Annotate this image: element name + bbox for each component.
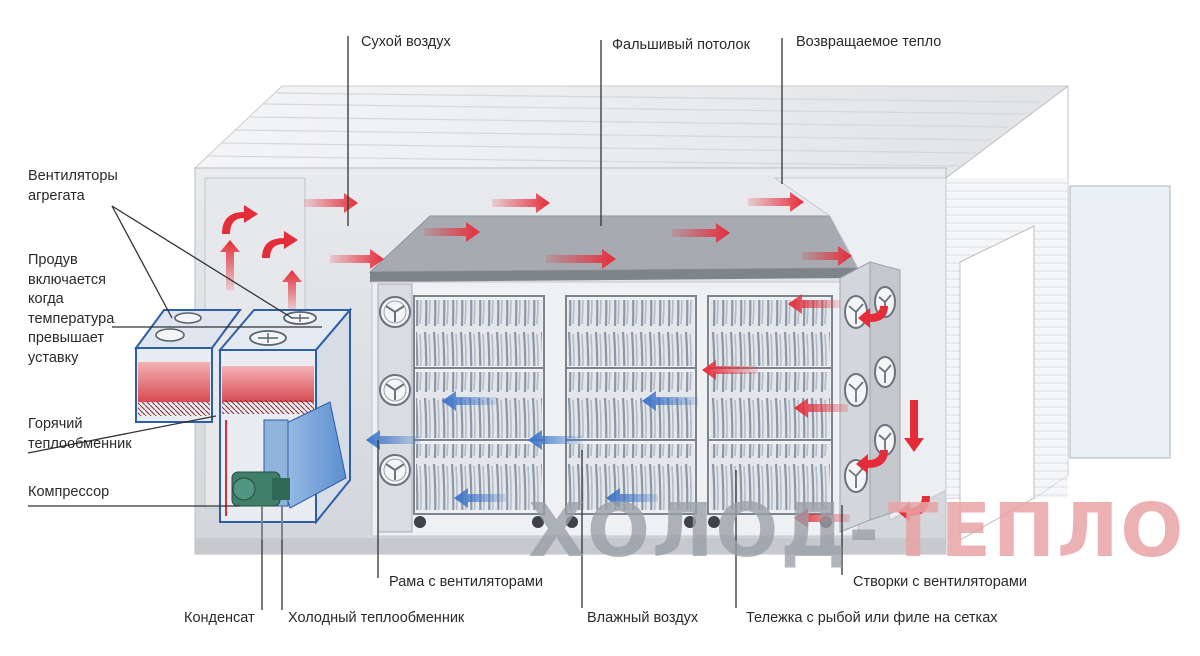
unit-fan-1	[249, 330, 287, 346]
hot-airflow-up-arrows	[220, 205, 302, 310]
outer-unit	[134, 309, 242, 423]
label-returned-heat: Возвращаемое тепло	[796, 34, 942, 50]
hot-arrow-mid-3	[546, 249, 616, 269]
hot-arrow-mid-2	[424, 222, 480, 242]
door-fan-1	[844, 295, 868, 329]
humid-arrow-6	[606, 488, 658, 508]
trolley-1	[413, 295, 545, 528]
label-condensate: Конденсат	[184, 610, 255, 626]
hot-arrow-mid-4	[672, 223, 730, 243]
humid-arrow-5	[454, 488, 506, 508]
fan-frame	[377, 283, 413, 533]
roof	[193, 85, 1070, 179]
leader-unit-fans-b	[111, 205, 293, 319]
door-fan-5	[874, 356, 896, 388]
return-arrow-3	[794, 398, 848, 418]
label-trolley: Тележка с рыбой или филе на сетках	[746, 610, 998, 626]
return-heat-curved-arrows	[856, 306, 930, 522]
return-arrow-2	[702, 360, 758, 380]
label-false-ceiling: Фальшивый потолок	[612, 37, 750, 53]
trolley-2	[565, 295, 697, 528]
drying-unit	[217, 307, 353, 540]
label-humid-air: Влажный воздух	[587, 610, 699, 626]
watermark-part-1: ХОЛОД-	[528, 488, 881, 574]
label-cold-exchanger: Холодный теплообменник	[288, 610, 465, 626]
hot-arrow-mid-1	[330, 249, 384, 269]
door-fan-2	[844, 373, 868, 407]
return-arrow-1	[788, 294, 840, 314]
humid-airflow-arrows	[366, 391, 698, 508]
humid-arrow-3	[366, 430, 420, 450]
humid-arrow-4	[528, 430, 582, 450]
label-compressor: Компрессор	[28, 484, 110, 500]
hot-airflow-arrows	[304, 192, 852, 269]
false-ceiling	[368, 215, 859, 273]
hot-arrow-top-2	[492, 193, 550, 213]
leader-lines	[27, 36, 843, 610]
return-arrow-4	[794, 508, 850, 528]
fan-frame-fan-1	[379, 296, 411, 328]
floor	[195, 538, 946, 554]
hot-arrow-top-3	[748, 192, 804, 212]
outer-unit-fan-2	[174, 312, 202, 324]
label-fan-doors: Створки с вентиляторами	[853, 574, 1027, 590]
label-fan-frame: Рама с вентиляторами	[389, 574, 543, 590]
outer-unit-fan-1	[155, 328, 185, 342]
hot-arrow-top-1	[304, 193, 358, 213]
leader-unit-fans-a	[111, 205, 173, 319]
hot-heat-exchanger	[222, 366, 314, 402]
side-door	[959, 225, 1035, 541]
unit-fan-2	[283, 311, 317, 325]
humid-arrow-1	[442, 391, 496, 411]
hot-arrow-mid-5	[802, 246, 852, 266]
label-unit-fans: Вентиляторы агрегата	[28, 168, 118, 204]
label-blowing: Продув включается когда температура прев…	[28, 252, 115, 366]
label-hot-exchanger: Горячий теплообменник	[28, 416, 132, 452]
return-heat-arrows	[702, 294, 850, 528]
humid-arrow-2	[642, 391, 698, 411]
watermark-part-2: ТЕПЛО	[888, 488, 1186, 574]
label-dry-air: Сухой воздух	[361, 34, 451, 50]
fan-frame-fan-2	[379, 374, 411, 406]
compressor	[231, 471, 290, 507]
fan-frame-fan-3	[379, 454, 411, 486]
leader-hot-exchanger	[27, 415, 217, 454]
